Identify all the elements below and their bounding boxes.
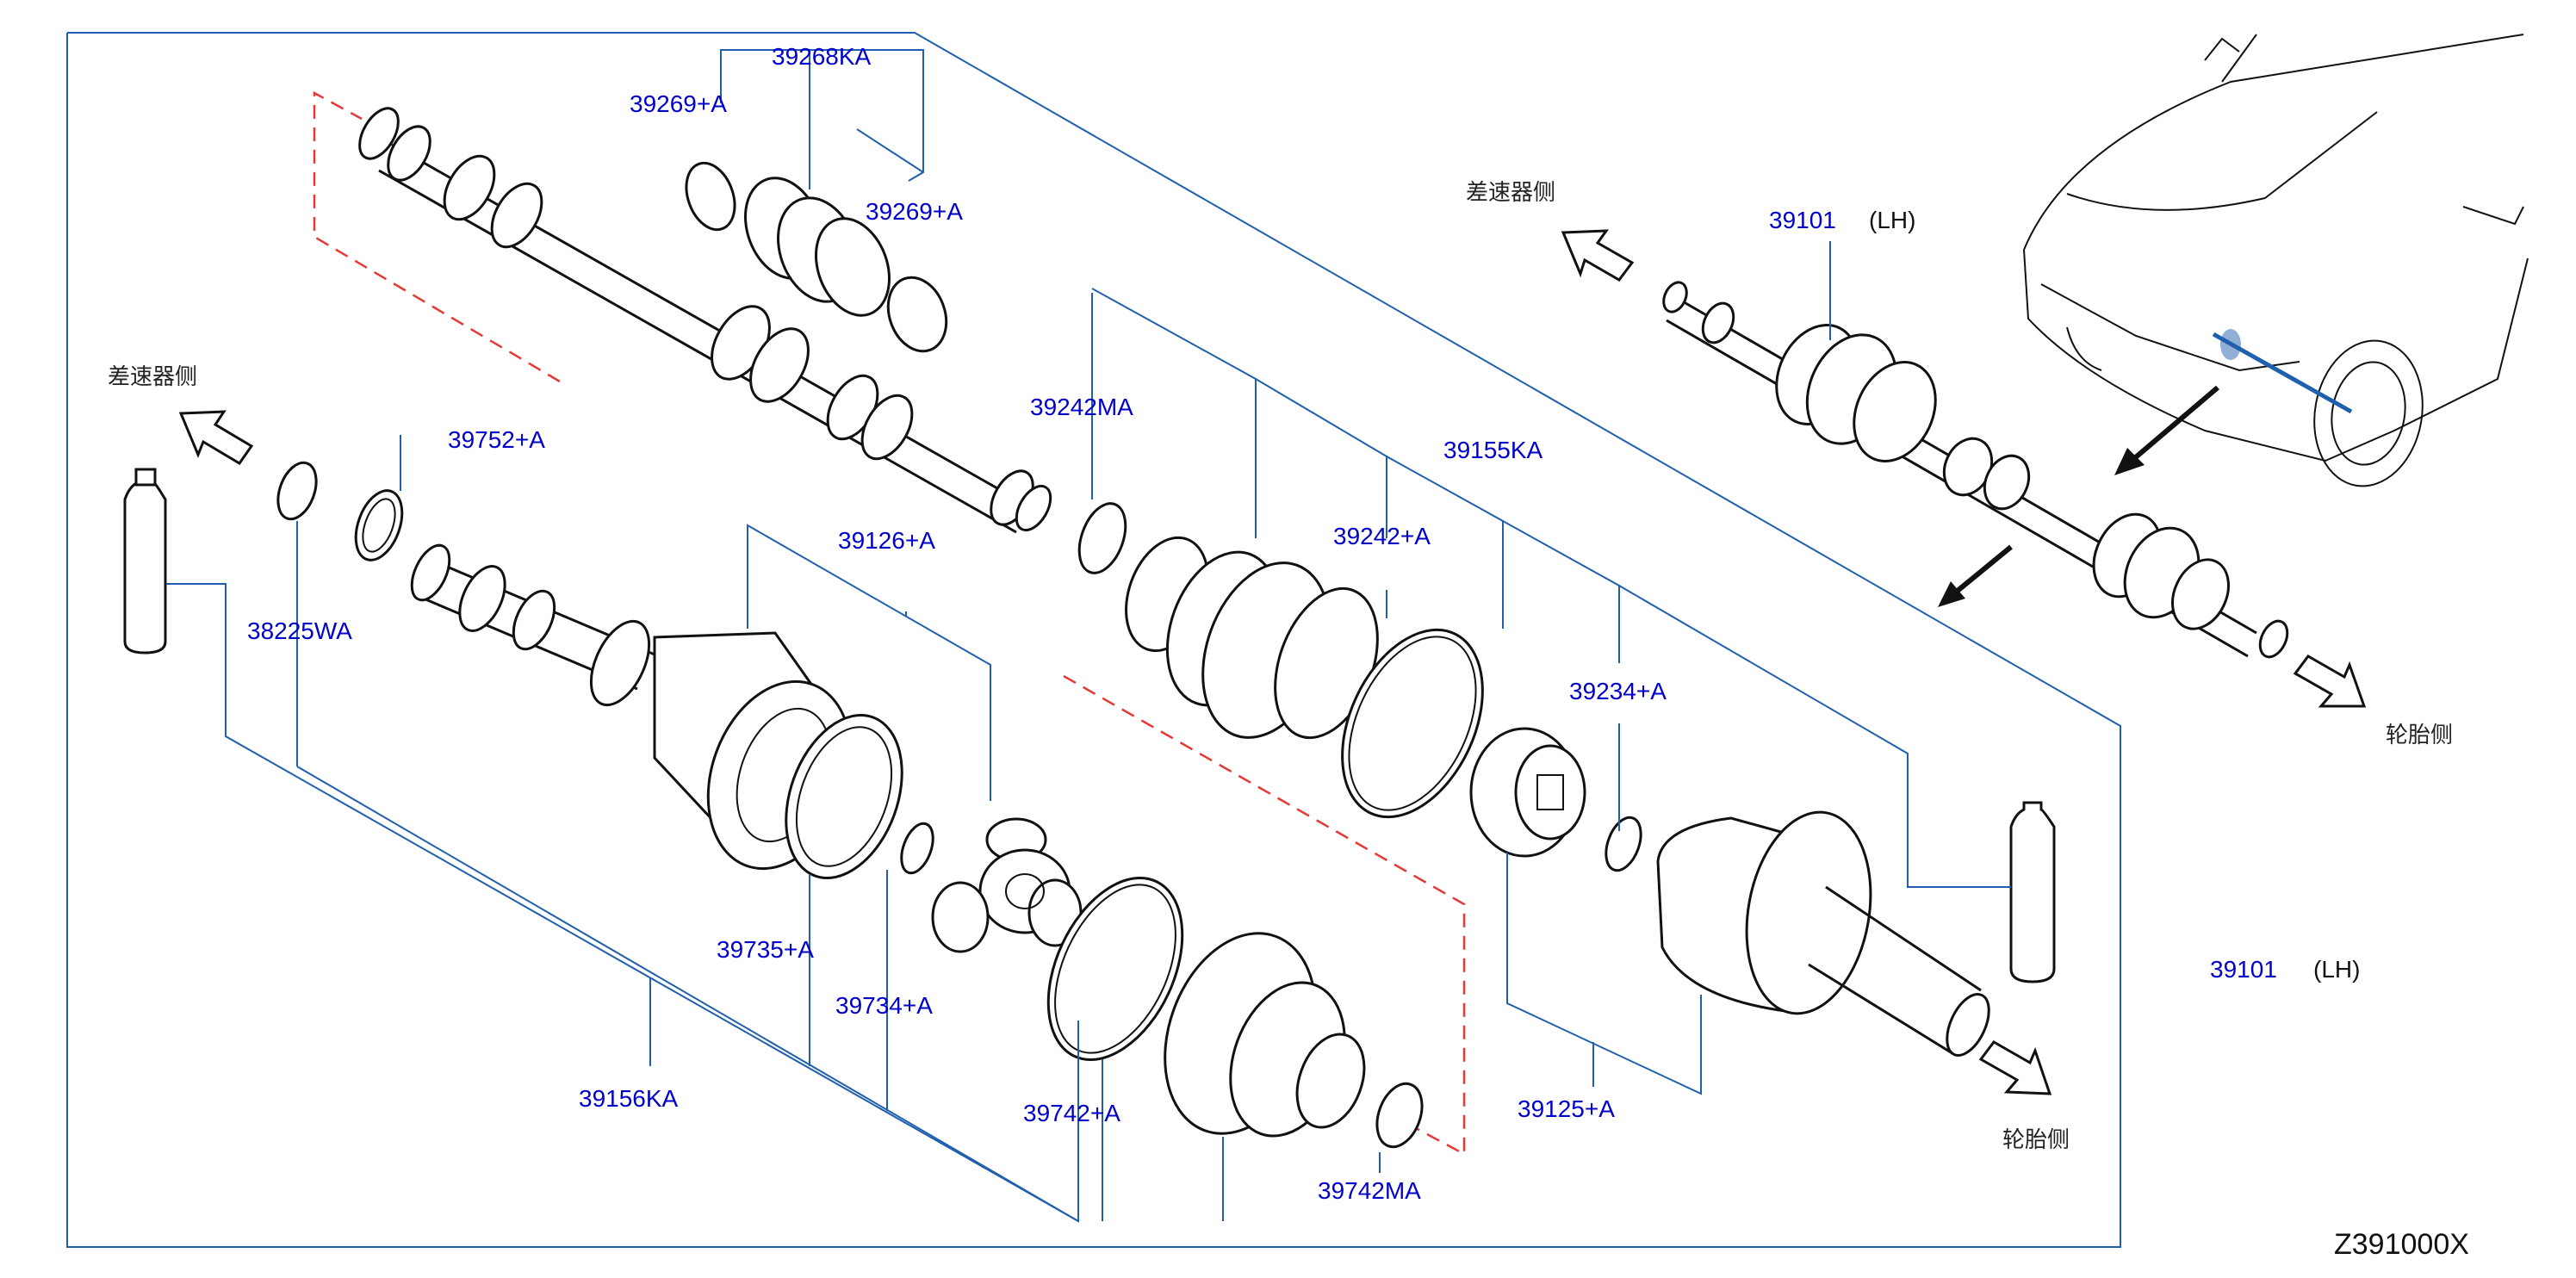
label-39742A: 39742+A [1023,1100,1120,1126]
inner-joint-housing [410,543,903,879]
ball-cage [1469,727,1586,858]
complete-driveshaft-39101 [1662,281,2289,659]
spider-assembly-39126A [931,817,1083,953]
leader-lines [166,49,2011,1223]
label-39126A: 39126+A [838,527,935,554]
inner-boot-39742MA [1164,932,1424,1149]
label-38225WA: 38225WA [247,617,352,644]
label-wheel-side-bottom: 轮胎侧 [2002,1127,2070,1153]
grease-bottle-left [123,468,167,655]
label-39268KA: 39268KA [772,43,872,70]
circlip-39234A [1605,816,1642,872]
arrow-solid-1 [1938,544,2013,607]
label-39734A: 39734+A [835,992,933,1019]
washer-39752A [354,489,404,561]
arrow-to-diff-left [178,410,254,466]
vehicle-illustration [2023,34,2529,487]
boot-clamp-39242A [1341,628,1484,819]
assembly-frame [66,32,2121,1248]
label-39742MA: 39742MA [1318,1177,1421,1204]
label-39156KA: 39156KA [579,1085,679,1112]
circlip-39734A [900,822,934,875]
label-39752A: 39752+A [448,426,545,453]
label-wheel-side-right: 轮胎侧 [2386,723,2453,748]
label-39269A-top: 39269+A [630,90,727,117]
label-39101-right: 39101 [2210,956,2277,983]
label-diff-side-top: 差速器侧 [1466,180,1555,206]
label-39155KA: 39155KA [1443,437,1543,463]
label-lh-right: (LH) [2313,956,2360,983]
label-lh-top: (LH) [1869,207,1915,233]
snap-ring-38225WA [276,461,318,521]
label-39234A: 39234+A [1569,678,1667,704]
arrow-solid-2 [2114,385,2219,475]
grease-bottle-right [2009,801,2056,983]
diagram-code: Z391000X [2334,1228,2469,1261]
arrow-to-wheel-bottom [1978,1040,2052,1095]
label-diff-side-left: 差速器侧 [108,364,197,390]
outer-boot-39242MA [1077,502,1379,740]
boot-clamp-39742A [1046,877,1184,1061]
outer-joint [1656,810,1990,1057]
dashed-guides [313,90,1466,1157]
arrow-to-wheel-right [2293,655,2367,708]
label-39269A-right: 39269+A [866,198,963,225]
label-39735A: 39735+A [717,936,814,963]
arrow-to-diff-top [1561,229,1635,282]
long-shaft [358,107,1052,534]
label-39242MA: 39242MA [1030,394,1133,420]
label-39125A: 39125+A [1518,1095,1615,1122]
small-boot-top [685,161,948,353]
label-39242A: 39242+A [1333,523,1431,549]
label-39101-top: 39101 [1769,207,1836,233]
